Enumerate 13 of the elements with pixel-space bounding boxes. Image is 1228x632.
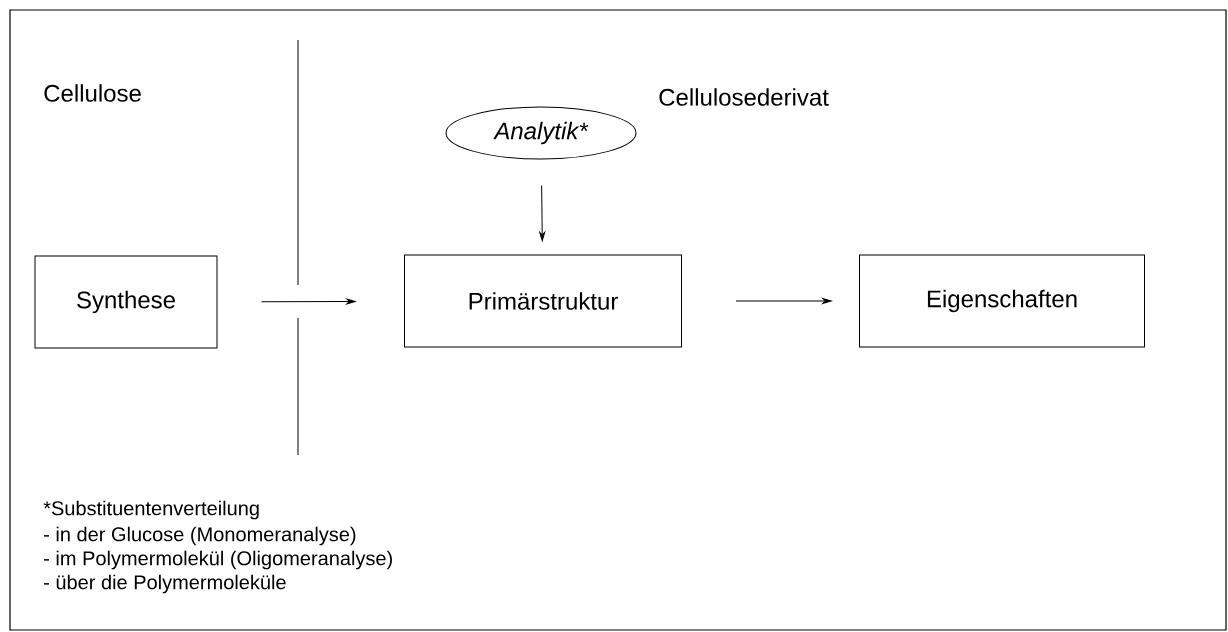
footnote-line: - in der Glucose (Monomeranalyse) [44,526,356,546]
footnote-line: *Substituentenverteilung [43,500,259,520]
arrow [735,298,832,304]
process-box: Primärstruktur [404,254,682,348]
process-box: Synthese [34,255,218,349]
section-heading: Cellulosederivat [659,88,829,106]
arrow [539,185,546,242]
section-heading: Cellulose [44,84,141,102]
footnote-line: - im Polymermolekül (Oligomeranalyse) [44,550,392,570]
arrow [261,298,356,305]
ellipse-node: Analytik* [445,106,637,160]
process-box: Eigenschaften [859,254,1145,348]
footnote-line: - über die Polymermoleküle [44,574,286,594]
